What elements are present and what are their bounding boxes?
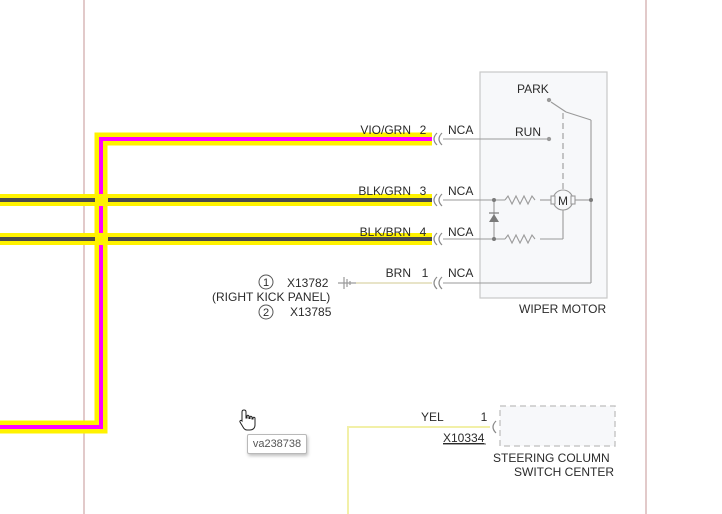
wire-label-brn: BRN xyxy=(386,266,411,280)
pin-1-switch: 1 xyxy=(481,410,488,424)
nca-label-4: NCA xyxy=(448,225,473,239)
connector-x10334[interactable]: X10334 xyxy=(443,431,485,445)
connector-cavities xyxy=(433,132,443,290)
steering-switch-name-1: STEERING COLUMN xyxy=(493,451,610,465)
nca-label-3: NCA xyxy=(448,184,473,198)
tooltip: va238738 xyxy=(247,434,307,454)
connector-cavity-yel xyxy=(492,420,497,434)
pin-1: 1 xyxy=(422,266,429,280)
ref-marker-1 xyxy=(258,274,274,290)
wire-label-yel: YEL xyxy=(421,410,444,424)
park-label: PARK xyxy=(517,82,549,96)
nca-label-1: NCA xyxy=(448,266,473,280)
hand-pointer-icon xyxy=(239,409,256,431)
ref-marker-2-text: 2 xyxy=(263,307,269,319)
wire-label-blk-grn: BLK/GRN xyxy=(358,184,411,198)
steering-switch-box[interactable] xyxy=(499,405,616,447)
ref-marker-1-text: 1 xyxy=(263,277,269,289)
ground-icon xyxy=(338,277,356,289)
wire-label-vio-grn: VIO/GRN xyxy=(360,123,411,137)
wiper-motor-name: WIPER MOTOR xyxy=(519,302,606,316)
diode-icon xyxy=(489,212,499,222)
wire-label-blk-brn: BLK/BRN xyxy=(360,225,411,239)
ref-id-1: X13782 xyxy=(287,276,329,290)
wire-yel[interactable] xyxy=(347,426,490,514)
steering-switch-name-2: SWITCH CENTER xyxy=(514,465,614,479)
wiper-motor-internal xyxy=(443,97,592,284)
run-label: RUN xyxy=(515,125,541,139)
junction-dots xyxy=(492,198,593,241)
wiper-motor-box[interactable] xyxy=(479,71,608,299)
pin-3: 3 xyxy=(420,184,427,198)
motor-symbol-m: M xyxy=(558,194,568,208)
ref-location: (RIGHT KICK PANEL) xyxy=(212,290,330,304)
pin-4: 4 xyxy=(420,225,427,239)
ref-id-2: X13785 xyxy=(290,305,332,319)
pin-2: 2 xyxy=(420,123,427,137)
nca-label-2: NCA xyxy=(448,123,473,137)
wire-vio-grn[interactable] xyxy=(0,132,432,434)
ref-marker-2 xyxy=(258,304,274,320)
